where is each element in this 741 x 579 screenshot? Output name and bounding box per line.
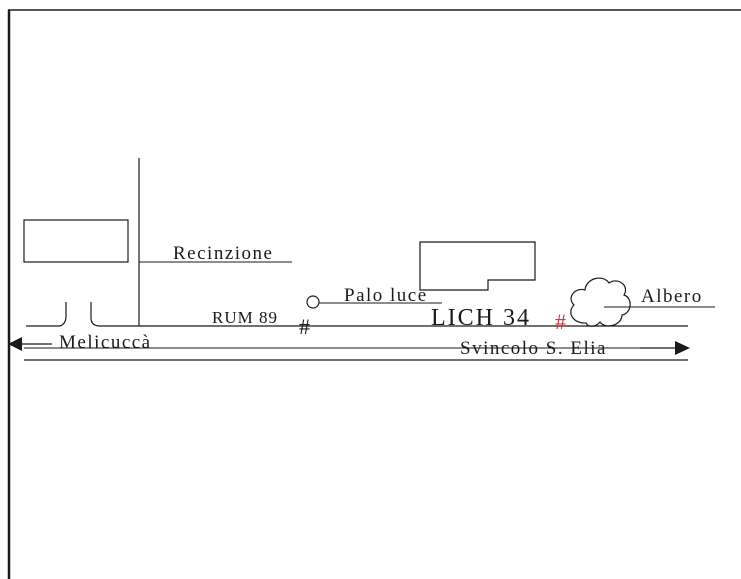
label-rum: RUM 89: [212, 308, 278, 327]
label-recinzione: Recinzione: [173, 243, 274, 264]
arrow-right-icon: [675, 341, 690, 355]
light-pole-circle: [306, 295, 320, 309]
marker-lich-hash: #: [555, 309, 566, 334]
label-lich: LICH 34: [431, 305, 531, 331]
building-middle: [419, 241, 536, 291]
label-melicucca: Melicuccà: [59, 332, 152, 353]
building-left: [23, 219, 129, 263]
arrow-left-icon: [8, 337, 22, 351]
label-svincolo: Svincolo S. Elia: [460, 338, 607, 359]
driveway-right-curve: [90, 302, 139, 327]
tree-shape: [570, 277, 631, 327]
label-palo-luce: Palo luce: [344, 285, 428, 306]
label-albero: Albero: [641, 286, 703, 307]
driveway-left-curve: [26, 302, 67, 327]
marker-rum-hash: #: [299, 314, 310, 339]
